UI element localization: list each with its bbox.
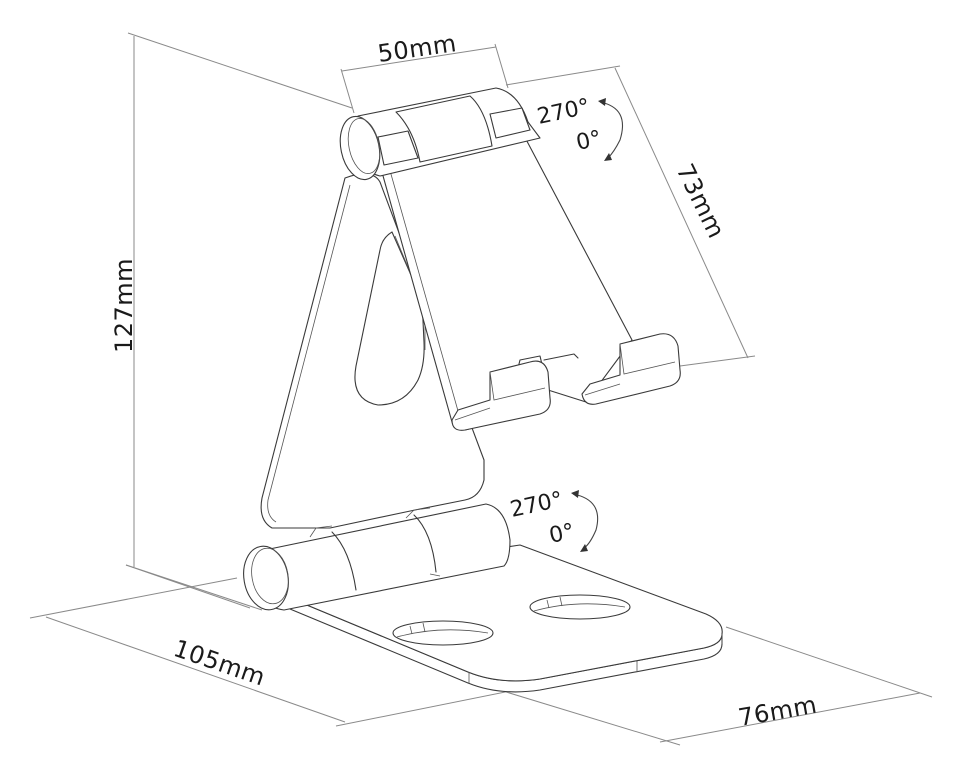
- top-hinge: [339, 87, 541, 181]
- dimension-label-holder-length: 73mm: [671, 159, 731, 243]
- dimension-lines: [29, 32, 933, 746]
- rotation-label-bottom-min: 0°: [547, 519, 577, 549]
- phone-holder-plate: [377, 127, 681, 431]
- holder-lip-right: [581, 333, 681, 405]
- base-hole-left: [392, 620, 494, 646]
- dimension-label-height: 127mm: [110, 258, 138, 353]
- bottom-hinge: [243, 503, 511, 611]
- holder-lip-left: [451, 360, 551, 431]
- rotation-label-top-min: 0°: [574, 126, 604, 156]
- dimension-label-base-width: 76mm: [736, 691, 819, 732]
- base-hole-right: [529, 594, 631, 620]
- rotation-arrow-bottom: [571, 490, 599, 552]
- dimension-label-width-top: 50mm: [376, 29, 458, 68]
- rotation-label-top-max: 270°: [535, 94, 592, 129]
- rotation-label-bottom-max: 270°: [508, 487, 565, 522]
- rotation-arrow-top: [598, 98, 624, 161]
- dimension-label-depth: 105mm: [170, 634, 269, 691]
